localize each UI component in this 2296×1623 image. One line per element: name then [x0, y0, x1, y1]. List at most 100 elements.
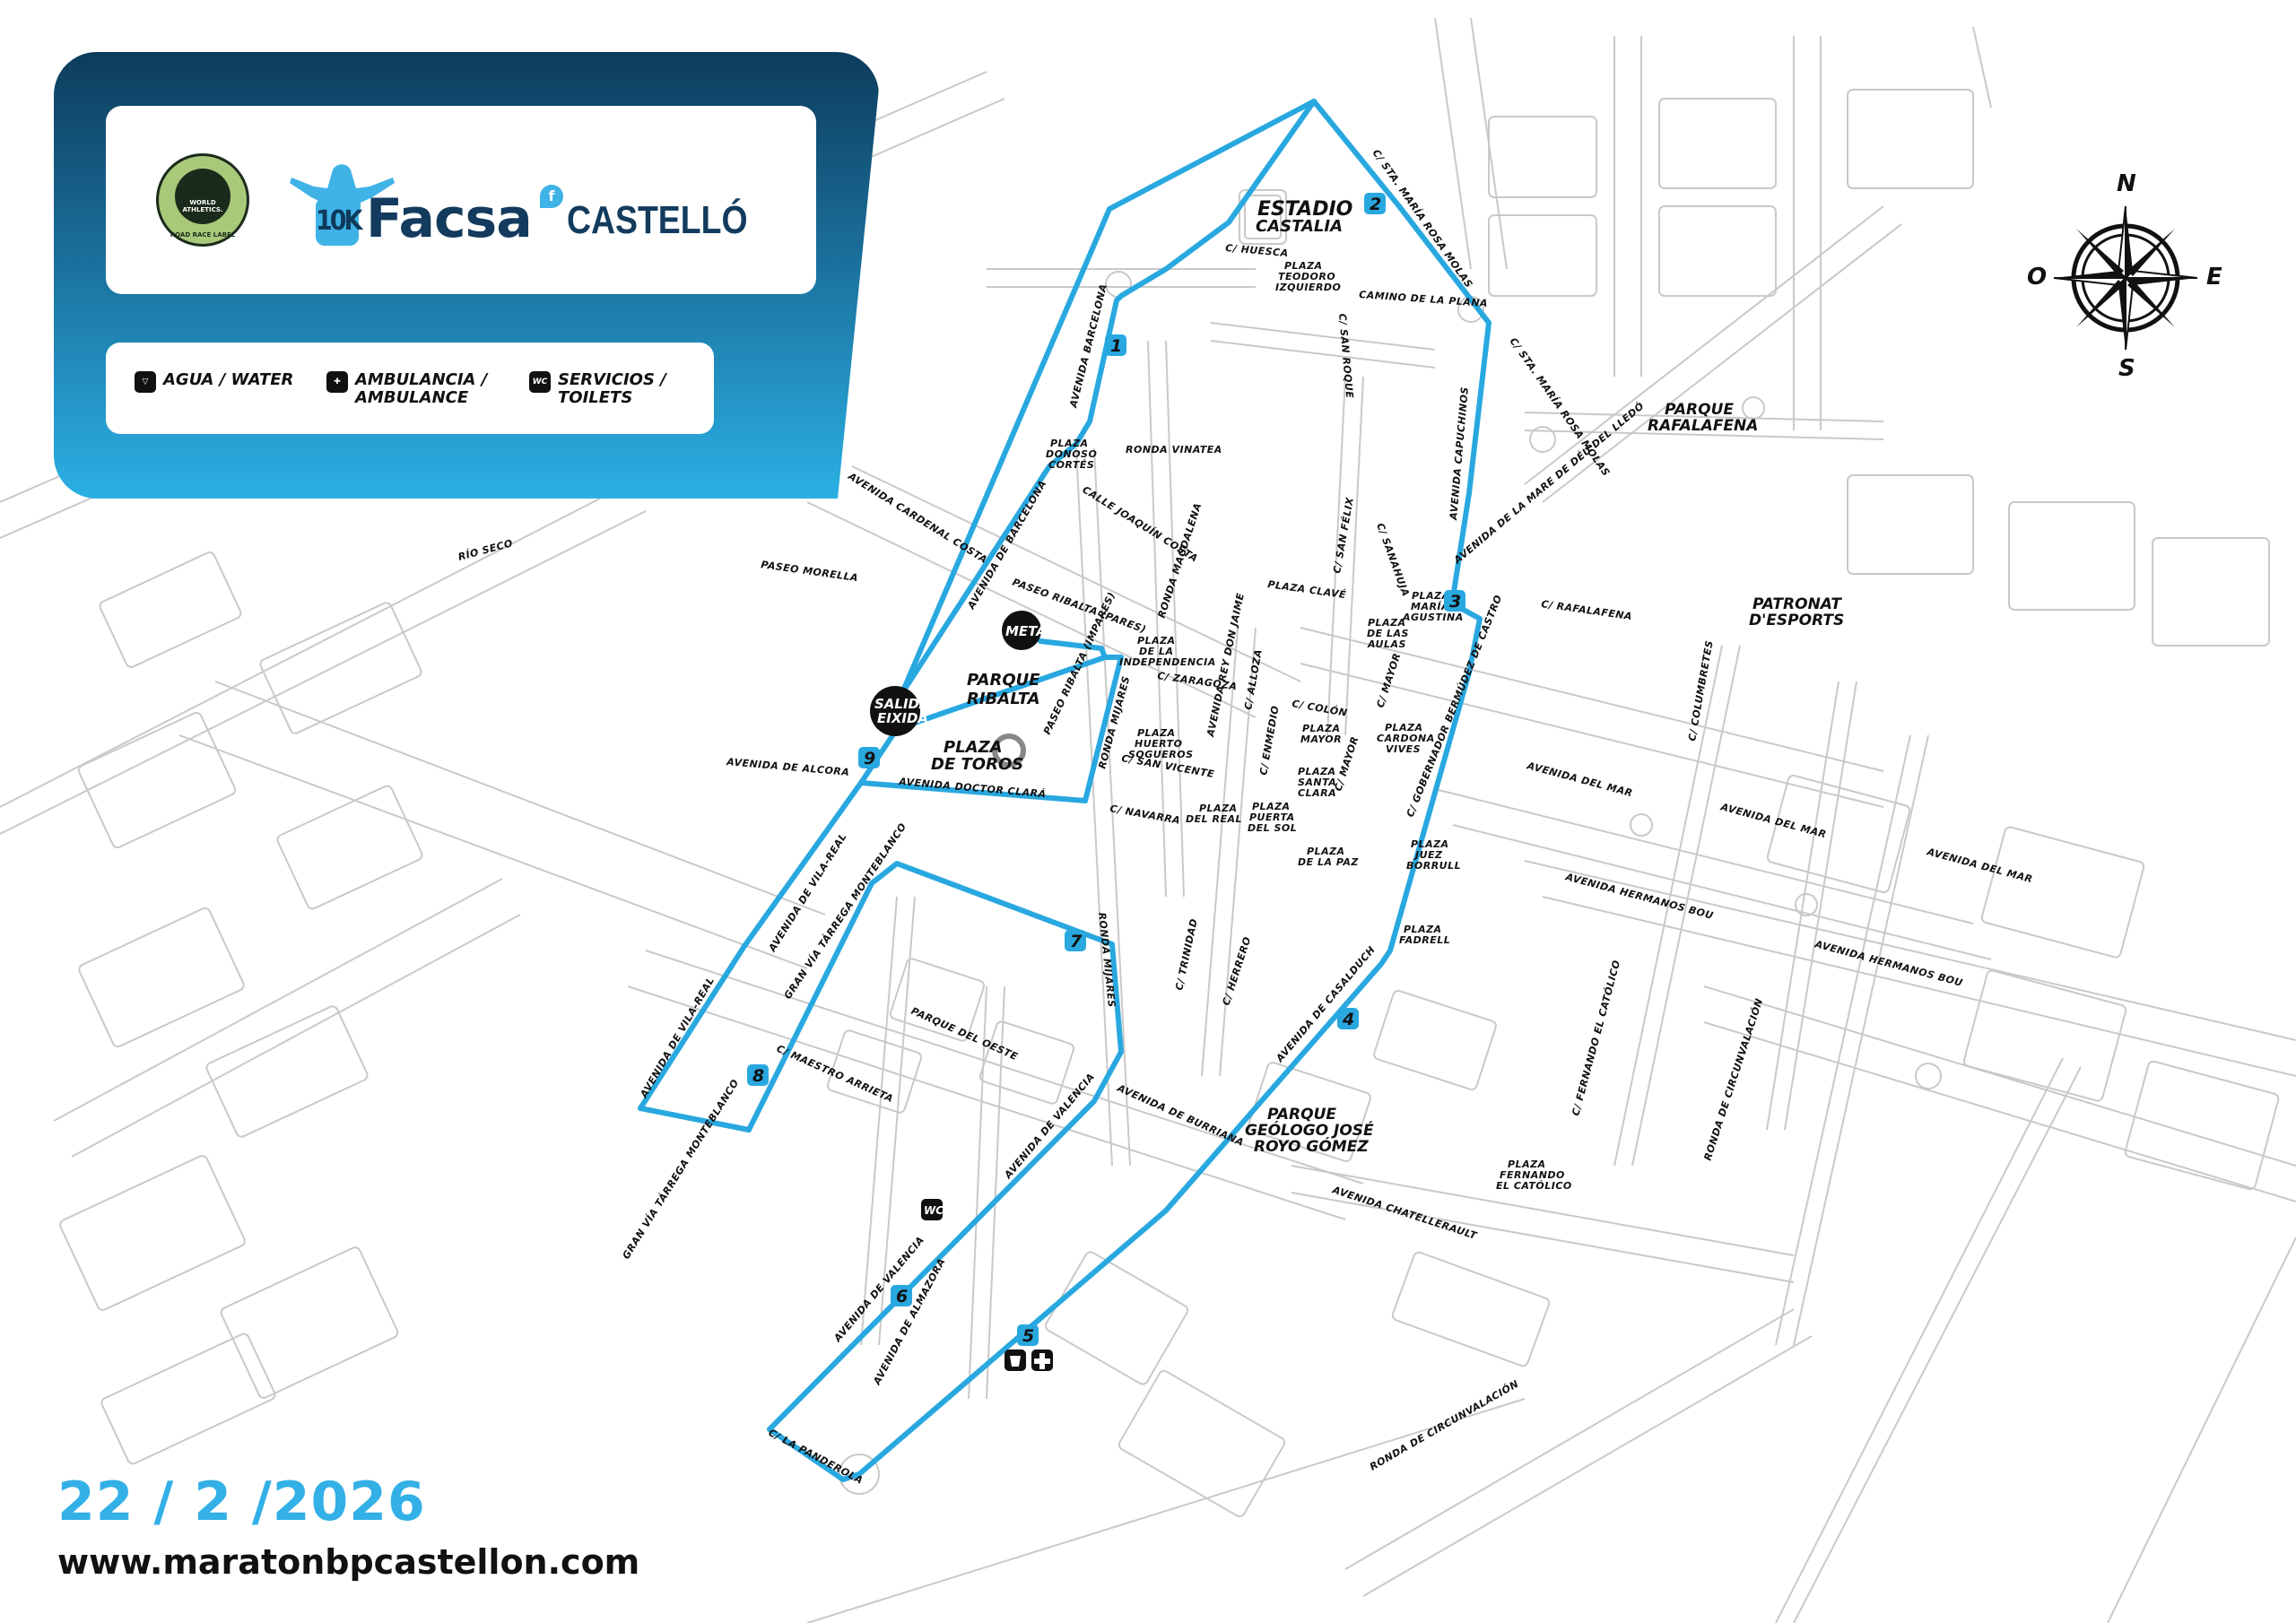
svg-text:7: 7 [1070, 932, 1083, 951]
street-label: C/ HUESCA [1225, 242, 1289, 259]
landmark-plaza-toros: DE TOROS [931, 755, 1023, 774]
street-label: DE LA PAZ [1298, 856, 1359, 868]
km-marker-1: 1 [1105, 334, 1126, 356]
svg-text:1: 1 [1110, 336, 1122, 356]
water-station-marker [1004, 1350, 1026, 1371]
street-label: AVENIDA BARCELONA [1067, 282, 1109, 410]
compass-rose-icon [2053, 205, 2198, 351]
street-label: C/ ENMEDIO [1257, 705, 1281, 777]
legend-item-ambulance: ✚ AMBULANCIA / AMBULANCE [326, 371, 487, 407]
street-label: C/ SANAHUJA [1374, 522, 1412, 599]
km-marker-9: 9 [858, 747, 880, 768]
street-label: C/ RAFALAFENA [1541, 598, 1633, 622]
street-label: PLAZA [1411, 838, 1449, 850]
compass-east: E [2206, 264, 2222, 291]
svg-text:META: META [1005, 623, 1047, 639]
svg-text:5: 5 [1022, 1326, 1034, 1346]
event-date: 22 / 2 /2026 [57, 1471, 426, 1533]
legend [106, 343, 714, 434]
street-label: AULAS [1367, 638, 1406, 650]
km-marker-8: 8 [747, 1064, 769, 1086]
compass-west: O [2027, 264, 2048, 291]
runner-silhouette-icon [290, 164, 395, 213]
street-label: RONDA MAGDALENA [1155, 501, 1204, 620]
street-label: PLAZA [1137, 635, 1176, 647]
street-label: DEL REAL [1186, 813, 1242, 825]
landmark-labels: ESTADIO CASTALIA PARQUE RIBALTA PLAZA DE… [931, 198, 1844, 1156]
landmark-parque-ribalta: RIBALTA [967, 690, 1040, 708]
km-marker-6: 6 [891, 1285, 912, 1306]
street-label: PLAZA [1385, 722, 1423, 733]
street-label: CLARA [1298, 787, 1336, 799]
street-label: C/ MAYOR [1374, 652, 1403, 709]
km-marker-7: 7 [1065, 930, 1086, 951]
landmark-parque-rafalafena: RAFALAFENA [1648, 417, 1758, 435]
street-label: DE LAS [1367, 628, 1409, 639]
street-label: C/ MAESTRO ARRIETA [775, 1043, 895, 1105]
street-label: AVENIDA CARDENAL COSTA [846, 470, 990, 566]
wc-marker: WC [921, 1199, 944, 1220]
landmark-parque-geologo: PARQUE [1267, 1106, 1336, 1124]
street-label: PLAZA [1412, 590, 1450, 602]
badge-ring-text: ROAD RACE LABEL [170, 231, 236, 239]
landmark-patronat: D'ESPORTS [1749, 612, 1844, 629]
street-label: FADRELL [1399, 934, 1450, 946]
street-label: GRAN VÍA TÁRREGA MONTEBLANCO [621, 1077, 742, 1261]
street-label: C/ ALLOZA [1242, 648, 1265, 711]
toilets-wc-icon: WC [529, 371, 551, 393]
street-label: PLAZA [1404, 924, 1442, 935]
street-label: AVENIDA CHATELLERAULT [1330, 1184, 1479, 1242]
km-marker-5: 5 [1017, 1324, 1039, 1346]
ambulance-marker [1031, 1350, 1053, 1371]
street-label: C/ GOBERNADOR BERMÚDEZ DE CASTRO [1405, 593, 1505, 819]
street-label: DE LA [1139, 646, 1174, 657]
legend-label: SERVICIOS / TOILETS [558, 370, 666, 407]
street-label: DEL SOL [1248, 822, 1297, 834]
street-label: PLAZA [1199, 803, 1238, 814]
street-label: RÍO SECO [457, 537, 514, 563]
landmark-parque-rafalafena: PARQUE [1665, 401, 1734, 419]
brand-10k: 10K [316, 197, 362, 246]
street-label: JUEZ [1413, 849, 1443, 861]
street-label: PLAZA [1298, 766, 1336, 777]
street-label: AVENIDA DEL MAR [1525, 759, 1634, 799]
route-avenida-barcelona [881, 99, 1317, 725]
street-label: AVENIDA DE CASALDUCH [1274, 944, 1378, 1065]
street-label: DONOSO [1046, 448, 1097, 460]
race-route [638, 99, 1492, 1482]
start-marker: SALIDA EIXIDA [870, 686, 930, 736]
street-label: AVENIDA DEL MAR [1925, 846, 2034, 885]
street-label: C/ TRINIDAD [1173, 917, 1200, 991]
street-label: VIVES [1386, 743, 1421, 755]
landmark-estadio: ESTADIO [1257, 198, 1352, 221]
street-label: C/ FERNANDO EL CATÓLICO [1570, 959, 1622, 1117]
street-label: IZQUIERDO [1275, 282, 1341, 293]
street-label: C/ COLÓN [1291, 698, 1348, 719]
street-network [0, 17, 2296, 1623]
legend-label: AGUA / WATER [163, 370, 294, 389]
event-website-link[interactable]: www.maratonbpcastellon.com [57, 1542, 640, 1582]
street-label: HUERTO [1135, 738, 1182, 750]
street-label: C/ NAVARRA [1109, 803, 1181, 827]
street-label: AVENIDA DE LA MARE DE DÉU DEL LLEDÓ [1451, 400, 1647, 567]
street-label: RONDA DE CIRCUNVALACIÓN [1701, 997, 1765, 1162]
street-label: PLAZA [1307, 846, 1345, 857]
street-label: AGUSTINA [1402, 612, 1464, 623]
svg-text:SALIDA: SALIDA [874, 696, 930, 712]
street-label: RONDA DE CIRCUNVALACIÓN [1368, 1378, 1521, 1473]
svg-text:2: 2 [1370, 195, 1381, 214]
svg-text:4: 4 [1342, 1010, 1354, 1029]
street-label: PLAZA [1302, 723, 1341, 734]
badge-line-2: ATHLETICS. [182, 206, 223, 213]
street-label: AVENIDA DE VILA-REAL [766, 831, 849, 955]
street-label: PLAZA [1508, 1159, 1546, 1170]
street-label: RONDA VINATEA [1126, 444, 1222, 456]
street-label: BORRULL [1406, 860, 1461, 872]
svg-text:6: 6 [896, 1287, 908, 1306]
legend-item-toilets: WC SERVICIOS / TOILETS [529, 371, 666, 407]
street-label: PUERTA [1249, 812, 1295, 823]
street-label: MARÍA [1411, 601, 1449, 612]
street-label: PLAZA [1137, 727, 1176, 739]
